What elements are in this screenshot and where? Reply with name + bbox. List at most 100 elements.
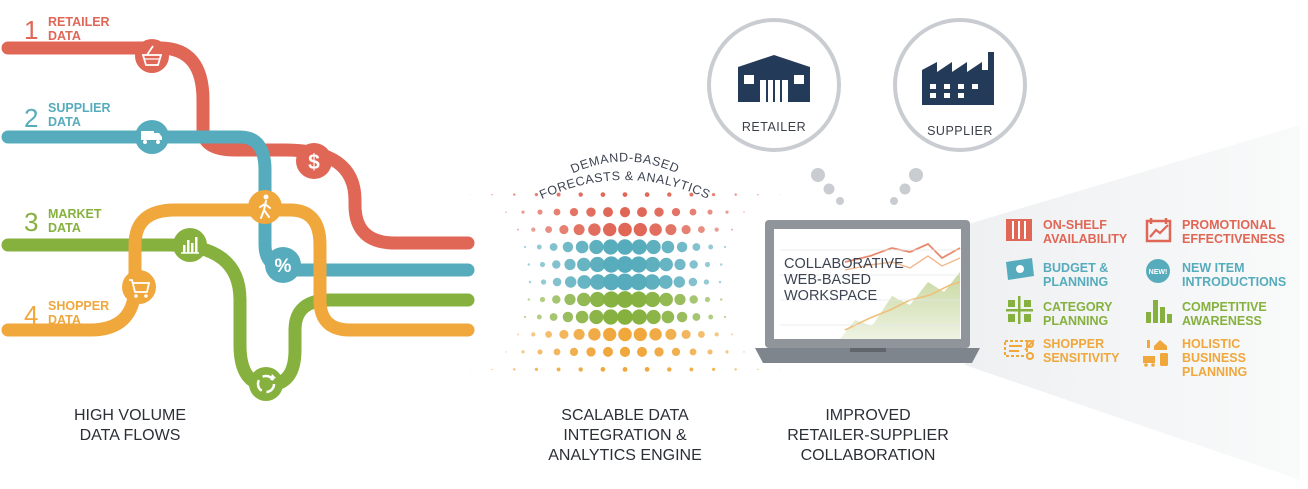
new-badge-icon: NEW! — [1146, 259, 1170, 283]
dollar-icon: $ — [296, 143, 332, 179]
benefit-new-item-introductions: NEW! NEW ITEM INTRODUCTIONS — [1146, 259, 1286, 289]
sphere-dot — [622, 192, 628, 198]
sphere-dot — [505, 351, 507, 353]
sphere-dot — [537, 349, 543, 355]
sphere-dot — [539, 261, 546, 268]
sphere-dot — [646, 239, 661, 255]
source-label-1-line2: DATA — [48, 29, 81, 43]
money-icon — [1006, 258, 1034, 280]
pipe-label-transformed: TRANSFORMED — [360, 249, 470, 264]
sphere-dot — [505, 211, 507, 213]
sphere-dot — [704, 261, 711, 268]
pipe-label-data: DATA — [388, 309, 424, 324]
sphere-dot — [692, 243, 701, 251]
screen-chart — [780, 242, 961, 339]
sphere-dot — [534, 367, 539, 372]
bars-icon — [1146, 300, 1172, 323]
sphere-dot — [676, 241, 688, 253]
calendar-trend-icon — [1145, 218, 1172, 243]
sphere-dot — [600, 192, 606, 197]
sphere-dot — [646, 309, 661, 325]
sphere-dot — [549, 313, 558, 321]
sphere-dot — [537, 209, 543, 215]
sphere-dot — [564, 293, 576, 306]
basket-icon — [135, 39, 169, 73]
sphere-dot — [689, 260, 698, 269]
sphere-dot — [637, 346, 647, 357]
sphere-dot — [588, 328, 601, 341]
benefit-label: EFFECTIVENESS — [1182, 232, 1285, 246]
partner-retailer: RETAILER — [707, 18, 841, 152]
sphere-dot — [521, 350, 525, 354]
caption-line: SCALABLE DATA — [561, 407, 689, 424]
sphere-dot — [688, 277, 698, 287]
sphere-dot — [603, 291, 620, 308]
source-label-4-line2: DATA — [48, 313, 81, 327]
benefit-label: ON-SHELF — [1043, 218, 1107, 232]
sphere-dot — [711, 367, 716, 372]
sphere-dot — [734, 368, 737, 371]
sphere-dot — [553, 348, 561, 356]
sphere-dot — [618, 327, 632, 342]
benefit-on-shelf-availability: ON-SHELF AVAILABILITY — [1006, 218, 1128, 246]
sphere-dot — [718, 280, 722, 284]
sphere-dot — [556, 192, 561, 197]
sphere-dot — [603, 327, 617, 342]
sphere-dot — [603, 222, 617, 237]
sphere-dot — [577, 257, 591, 272]
sphere-dot — [644, 192, 650, 197]
benefit-holistic-business-planning: HOLISTIC BUSINESS PLANNING — [1143, 337, 1247, 379]
sphere-dot — [757, 193, 759, 196]
sphere-dot — [644, 256, 661, 273]
sphere-dot — [631, 239, 647, 255]
store-icon — [738, 55, 810, 102]
source-label-3-line1: MARKET — [48, 207, 102, 221]
benefit-category-planning: CATEGORY PLANNING — [1006, 296, 1113, 328]
source-number-4: 4 — [24, 300, 38, 330]
benefit-label: BUSINESS — [1182, 351, 1246, 365]
benefit-label: CATEGORY — [1043, 300, 1113, 314]
sphere-dot — [689, 192, 694, 197]
sphere-dot — [630, 273, 647, 291]
sphere-dot — [661, 240, 675, 254]
sphere-dot — [536, 314, 542, 320]
sphere-dot — [644, 274, 660, 290]
sphere-dot — [723, 315, 727, 319]
sphere-dot — [528, 280, 532, 284]
sphere-dot — [681, 329, 691, 339]
sphere-dot — [616, 256, 634, 273]
benefit-budget-planning: BUDGET & PLANNING — [1006, 258, 1108, 289]
sphere-dot — [573, 328, 585, 340]
partner-label-retailer: RETAILER — [742, 120, 806, 134]
sphere-dot — [697, 330, 705, 338]
sphere-dot — [569, 207, 579, 217]
analytics-engine-sphere — [469, 192, 781, 372]
sphere-dot — [603, 273, 620, 291]
sphere-dot — [661, 310, 675, 324]
sphere-dot — [617, 239, 633, 255]
sphere-dot — [665, 328, 677, 340]
source-market-data: 3 MARKET DATA — [24, 207, 102, 237]
source-label-2-line1: SUPPLIER — [48, 101, 111, 115]
partner-label-supplier: SUPPLIER — [927, 124, 993, 138]
sphere-dot — [536, 244, 542, 250]
sphere-dot — [633, 327, 647, 342]
sphere-dot — [644, 291, 661, 308]
sphere-dot — [665, 224, 677, 236]
source-label-4-line1: SHOPPER — [48, 299, 109, 313]
sphere-dot — [556, 367, 561, 372]
sphere-dot — [491, 368, 493, 371]
sphere-dot — [757, 368, 759, 371]
sphere-dot — [603, 346, 613, 357]
sphere-dot — [564, 258, 576, 271]
sphere-dot — [603, 309, 619, 325]
caption-line: ANALYTICS ENGINE — [548, 447, 702, 464]
sphere-dot — [637, 207, 647, 218]
source-label-3-line2: DATA — [48, 221, 81, 235]
dollar-symbol: $ — [308, 151, 320, 174]
sphere-dot — [692, 313, 701, 321]
sphere-dot — [589, 239, 604, 255]
sphere-dot — [654, 347, 664, 357]
sphere-dot — [681, 225, 691, 235]
sphere-dot — [711, 192, 716, 197]
